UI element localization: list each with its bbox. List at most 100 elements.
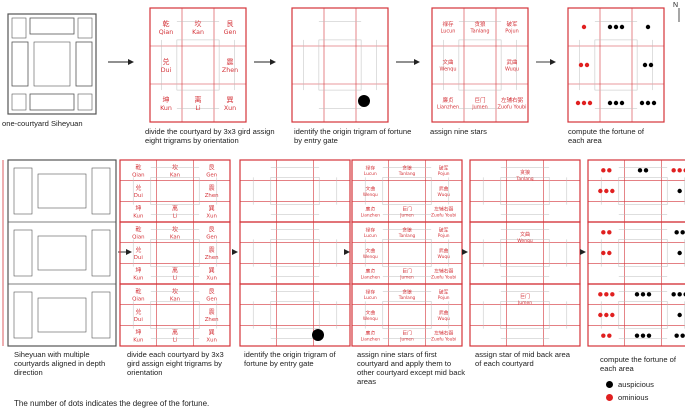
fortune-dot-multi bbox=[604, 312, 609, 318]
star-label-pinyin: Lianzhen bbox=[361, 212, 381, 218]
star-label-zh: 贪狼 bbox=[402, 164, 412, 171]
siheyuan-corner-room bbox=[77, 17, 93, 39]
siheyuan-courtyard bbox=[33, 41, 71, 87]
fortune-dot bbox=[613, 100, 619, 106]
fortune-dot-multi bbox=[671, 292, 676, 297]
trigram-label-pinyin: Li bbox=[173, 214, 178, 220]
multi-siheyuan-wing bbox=[91, 291, 111, 339]
plan-inner-court bbox=[270, 177, 320, 205]
siheyuan-main-hall bbox=[29, 17, 75, 35]
grid-bottom-origin-frame bbox=[239, 159, 351, 223]
fortune-dot-multi bbox=[640, 292, 646, 297]
fortune-dot-multi bbox=[601, 168, 606, 173]
trigram-label-zh: 坎 bbox=[172, 163, 178, 171]
trigram-label-pinyin: Kun bbox=[133, 338, 143, 344]
mid-star-pinyin: Tanlang bbox=[515, 176, 533, 182]
fortune-dot-multi bbox=[680, 230, 685, 235]
plan-inner-court bbox=[382, 177, 432, 205]
multi-siheyuan-courtyard bbox=[37, 173, 87, 209]
grid-bottom-trig-frame bbox=[119, 283, 231, 347]
trigram-label-zh: 离 bbox=[172, 205, 178, 213]
star-label-pinyin: Pojun bbox=[505, 29, 518, 35]
caption-top-2: divide the courtyard by 3x3 gird assign … bbox=[145, 127, 275, 145]
star-label-zh: 廉贞 bbox=[442, 96, 454, 104]
trigram-label-pinyin: Dui bbox=[134, 317, 143, 323]
star-label-pinyin: Wuqu bbox=[505, 67, 519, 73]
fortune-dot bbox=[651, 100, 657, 106]
trigram-label-pinyin: Gen bbox=[224, 29, 237, 36]
star-label-zh: 左辅右弼 bbox=[501, 96, 524, 104]
star-label-pinyin: Jumen bbox=[399, 274, 414, 280]
star-label-pinyin: Zuofu Youbi bbox=[431, 336, 456, 342]
plan-inner-court bbox=[382, 239, 432, 267]
star-label-pinyin: Tanlang bbox=[398, 295, 416, 301]
trigram-label-pinyin: Kun bbox=[133, 214, 143, 220]
trigram-label-pinyin: Xun bbox=[206, 214, 217, 220]
trigram-label-pinyin: Dui bbox=[134, 193, 143, 199]
trigram-label-zh: 乾 bbox=[135, 225, 141, 233]
star-label-pinyin: Tanlang bbox=[398, 171, 416, 177]
arrow-bottom-3-head bbox=[344, 249, 350, 255]
trigram-label-zh: 兑 bbox=[163, 57, 170, 66]
multi-siheyuan-courtyard bbox=[37, 297, 87, 333]
caption-top-4: assign nine stars bbox=[430, 127, 487, 136]
star-label-pinyin: Wuqu bbox=[438, 254, 451, 260]
fortune-dot-multi bbox=[607, 250, 612, 256]
plan-inner-court bbox=[458, 39, 502, 91]
fortune-dot bbox=[645, 100, 651, 106]
multi-siheyuan-wing bbox=[91, 167, 111, 215]
star-label-pinyin: Zuofu Youbi bbox=[498, 105, 527, 111]
fortune-dot bbox=[607, 24, 613, 30]
star-label-pinyin: Wuqu bbox=[438, 316, 451, 322]
legend-ominous-label: ominious bbox=[618, 393, 649, 402]
grid-top-fortune-frame bbox=[567, 7, 665, 123]
siheyuan-corner-room bbox=[11, 17, 27, 39]
star-label-zh: 贪狼 bbox=[474, 20, 486, 28]
fortune-dot bbox=[584, 62, 590, 68]
trigram-label-pinyin: Qian bbox=[132, 234, 144, 240]
entry-gate-marker-multi bbox=[312, 329, 324, 341]
trigram-label-pinyin: Kan bbox=[170, 234, 180, 240]
star-label-pinyin: Tanlang bbox=[398, 233, 416, 239]
star-label-zh: 文曲 bbox=[442, 58, 453, 66]
star-label-pinyin: Pojun bbox=[438, 171, 450, 177]
arrow-bottom-2-head bbox=[232, 249, 238, 255]
trigram-label-pinyin: Li bbox=[173, 338, 178, 344]
siheyuan-outer-wall bbox=[7, 13, 97, 115]
fortune-dot-multi bbox=[674, 230, 679, 235]
star-label-zh: 武曲 bbox=[506, 58, 517, 66]
trigram-label-zh: 兑 bbox=[135, 308, 141, 316]
star-label-pinyin: Jumen bbox=[399, 212, 414, 218]
trigram-label-pinyin: Kun bbox=[133, 276, 143, 282]
fortune-dot-multi bbox=[601, 333, 606, 338]
star-label-zh: 廉贞 bbox=[366, 330, 376, 337]
grid-bottom-origin-frame bbox=[239, 283, 351, 347]
star-label-zh: 左辅右弼 bbox=[434, 268, 453, 275]
arrow-bottom-1-head bbox=[126, 249, 132, 255]
trigram-label-zh: 艮 bbox=[209, 164, 215, 171]
star-label-pinyin: Lucun bbox=[364, 295, 377, 301]
grid-top-trigrams-frame bbox=[149, 7, 247, 123]
plan-inner-court bbox=[150, 177, 200, 205]
star-label-zh: 武曲 bbox=[439, 309, 449, 316]
trigram-label-pinyin: Kan bbox=[192, 29, 204, 36]
fortune-dot bbox=[581, 100, 587, 106]
trigram-label-pinyin: Kun bbox=[160, 105, 172, 112]
caption-bottom-6: compute the fortune of each area bbox=[600, 355, 676, 373]
star-label-zh: 廉贞 bbox=[366, 268, 376, 275]
trigram-label-pinyin: Gen bbox=[206, 296, 217, 302]
caption-bottom-4: assign nine stars of first courtyard and… bbox=[357, 350, 466, 386]
star-label-zh: 贪狼 bbox=[402, 288, 412, 295]
star-label-zh: 禄存 bbox=[366, 288, 376, 295]
multi-siheyuan-wing bbox=[13, 167, 33, 215]
mid-star-zh: 巨门 bbox=[520, 293, 530, 300]
trigram-label-pinyin: Qian bbox=[159, 29, 174, 36]
mid-star-pinyin: Jumen bbox=[517, 300, 532, 306]
trigram-label-pinyin: Xun bbox=[206, 276, 217, 282]
star-label-zh: 禄存 bbox=[366, 226, 376, 233]
fortune-dot-multi bbox=[680, 333, 685, 338]
fortune-dot-multi bbox=[677, 250, 682, 256]
siheyuan-east-wing bbox=[75, 41, 93, 87]
trigram-label-zh: 坤 bbox=[163, 95, 170, 104]
